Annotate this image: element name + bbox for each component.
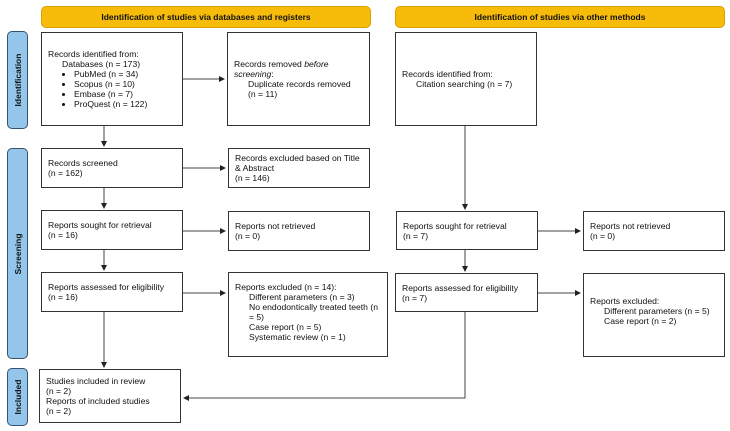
text: (n = 11) bbox=[248, 89, 278, 99]
text: Reports of included studies bbox=[46, 396, 150, 406]
list-item: Systematic review (n = 1) bbox=[249, 332, 346, 342]
list-item: Scopus (n = 10) bbox=[74, 79, 176, 89]
box-records-removed: Records removed before screening: Duplic… bbox=[227, 32, 370, 126]
header-databases: Identification of studies via databases … bbox=[41, 6, 371, 28]
text: Reports assessed for eligibility bbox=[48, 282, 165, 292]
database-list: PubMed (n = 34) Scopus (n = 10) Embase (… bbox=[48, 69, 176, 109]
text: (n = 16) bbox=[48, 292, 78, 302]
text: (n = 146) bbox=[235, 173, 270, 183]
box-reports-assessed: Reports assessed for eligibility(n = 16) bbox=[41, 272, 183, 312]
text: Reports assessed for eligibility bbox=[402, 282, 519, 293]
text: (n = 0) bbox=[235, 231, 261, 241]
text: (n = 162) bbox=[48, 168, 83, 178]
box-records-screened: Records screened(n = 162) bbox=[41, 148, 183, 188]
text: Reports excluded: bbox=[590, 296, 660, 306]
list-item: ProQuest (n = 122) bbox=[74, 99, 176, 109]
text: Reports excluded (n = 14): bbox=[235, 282, 337, 292]
text: Records screened bbox=[48, 158, 118, 168]
text: before screening bbox=[234, 59, 329, 79]
list-item: Embase (n = 7) bbox=[74, 89, 176, 99]
phase-screening: Screening bbox=[7, 148, 28, 359]
text: Records removed before screening: bbox=[234, 59, 363, 79]
list-item: PubMed (n = 34) bbox=[74, 69, 176, 79]
text: Records identified from: bbox=[402, 69, 493, 79]
arrow bbox=[183, 312, 466, 401]
list-item: Different parameters (n = 3) bbox=[249, 292, 355, 302]
box-records-excluded-title-abstract: Records excluded based on Title & Abstra… bbox=[228, 148, 370, 188]
box-reports-excluded: Reports excluded (n = 14): Different par… bbox=[228, 272, 388, 357]
text: Reports sought for retrieval bbox=[403, 220, 507, 231]
text: (n = 2) bbox=[46, 406, 72, 416]
box-records-identified: Records identified from: Databases (n = … bbox=[41, 32, 183, 126]
box-other-reports-assessed: Reports assessed for eligibility(n = 7) bbox=[395, 273, 538, 312]
text: Citation searching (n = 7) bbox=[416, 79, 513, 89]
text: (n = 7) bbox=[403, 230, 429, 241]
list-item: Different parameters (n = 5) bbox=[604, 306, 710, 316]
text: Records excluded based on Title & Abstra… bbox=[235, 153, 360, 173]
text: (n = 0) bbox=[590, 231, 616, 241]
text: Records identified from: bbox=[48, 49, 139, 59]
list-item: Case report (n = 2) bbox=[604, 316, 677, 326]
box-other-reports-excluded: Reports excluded: Different parameters (… bbox=[583, 273, 725, 357]
list-item: Case report (n = 5) bbox=[249, 322, 322, 332]
text: Reports not retrieved bbox=[235, 221, 316, 231]
text: Reports not retrieved bbox=[590, 221, 671, 231]
text: Records removed bbox=[234, 59, 305, 69]
box-other-reports-sought: Reports sought for retrieval(n = 7) bbox=[396, 211, 538, 250]
text: Databases (n = 173) bbox=[62, 59, 141, 69]
box-studies-included: Studies included in review (n = 2) Repor… bbox=[39, 369, 181, 423]
text: : bbox=[271, 69, 274, 79]
text: Studies included in review bbox=[46, 376, 146, 386]
list-item: No endodontically treated teeth (n = 5) bbox=[249, 302, 378, 322]
header-other-methods: Identification of studies via other meth… bbox=[395, 6, 725, 28]
text: (n = 2) bbox=[46, 386, 72, 396]
box-reports-not-retrieved: Reports not retrieved(n = 0) bbox=[228, 211, 370, 251]
phase-included: Included bbox=[7, 368, 28, 426]
text: Reports sought for retrieval bbox=[48, 220, 152, 230]
box-citation-searching: Records identified from: Citation search… bbox=[395, 32, 537, 126]
text: (n = 7) bbox=[402, 292, 428, 303]
box-other-not-retrieved: Reports not retrieved(n = 0) bbox=[583, 211, 725, 251]
text: (n = 16) bbox=[48, 230, 78, 240]
box-reports-sought: Reports sought for retrieval(n = 16) bbox=[41, 210, 183, 250]
text: Duplicate records removed bbox=[248, 79, 351, 89]
phase-identification: Identification bbox=[7, 31, 28, 129]
